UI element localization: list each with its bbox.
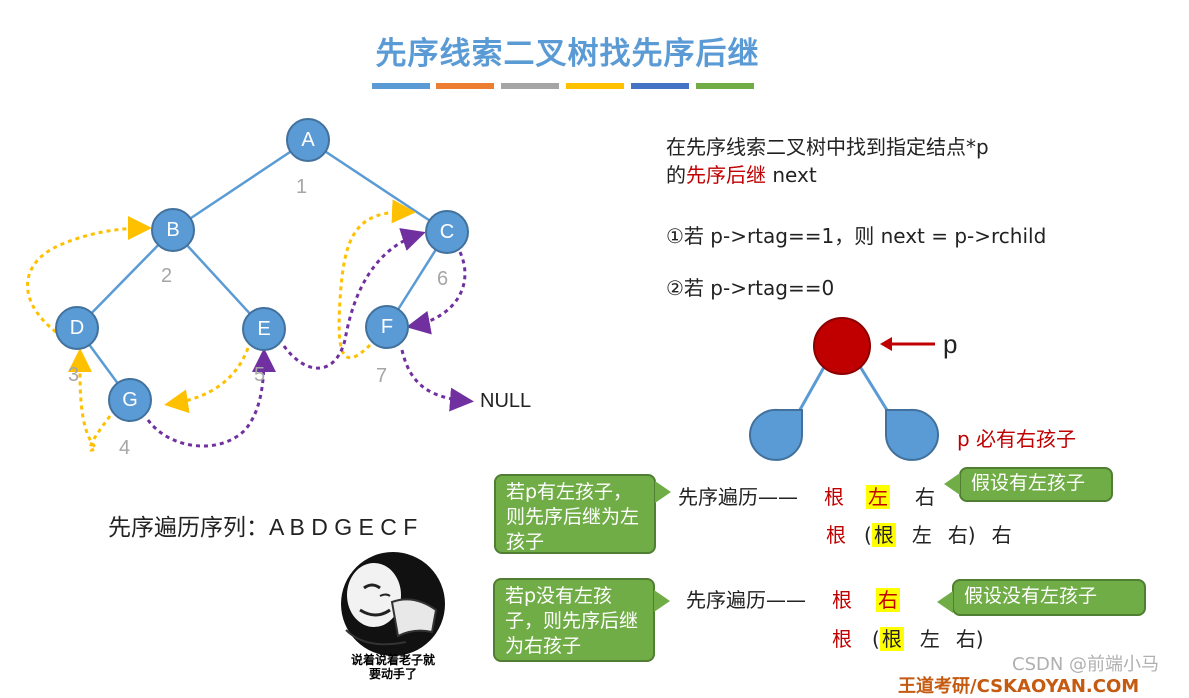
edge-a-c	[307, 138, 448, 234]
callout-assume-no-left-child: 假设没有左孩子	[952, 579, 1146, 616]
callout-has-left-child-pointer	[655, 481, 671, 503]
case-left-row2-open: (	[864, 523, 872, 547]
case-noleft-row2-root: 根	[832, 627, 852, 651]
case-left-row2-outer-right: 右	[991, 523, 1012, 547]
traversal-label-left: 先序遍历——	[678, 485, 798, 509]
tree-node-c: C	[425, 210, 469, 254]
description-highlight: 先序后继	[686, 163, 766, 187]
traversal-label-noleft: 先序遍历——	[686, 588, 806, 612]
case-noleft-row2-left: 左	[919, 627, 940, 651]
case-left-row2-subroot: 根	[871, 523, 896, 547]
underline-bar-4	[566, 83, 624, 89]
case-noleft-row2-group: (根左右)	[872, 623, 984, 652]
p-left-edge	[795, 359, 830, 416]
thread-c-to-f	[406, 251, 467, 335]
tree-node-d: D	[55, 306, 99, 350]
callout-no-left-child: 若p没有左孩子，则先序后继为右孩子	[493, 578, 655, 662]
rule-1: ①若 p->rtag==1，则 next = p->rchild	[666, 224, 1047, 248]
order-number-1: 1	[296, 176, 308, 198]
p-right-subtree	[885, 408, 939, 461]
footer-credit: 王道考研/CSKAOYAN.COM	[898, 676, 1140, 697]
tree-node-b: B	[151, 208, 195, 252]
order-number-3: 3	[68, 364, 80, 386]
meme-caption: 说着说着老子就 要动手了	[334, 653, 452, 681]
case-left-row1-root: 根	[824, 485, 844, 509]
order-number-5: 5	[254, 364, 266, 386]
underline-bar-6	[696, 83, 754, 89]
p-right-child-note: p 必有右孩子	[957, 427, 1077, 451]
order-number-4: 4	[119, 437, 131, 459]
case-left-row2-right: 右)	[947, 523, 976, 547]
tree-node-e: E	[242, 307, 286, 351]
thread-e-to-c	[282, 228, 426, 370]
case-left-row2-group: (根左右) 右	[864, 519, 1012, 548]
case-left-row1-left: 左	[866, 481, 890, 510]
p-right-edge	[854, 359, 892, 416]
thread-f-to-null	[400, 349, 474, 412]
case-left-row2-left: 左	[911, 523, 932, 547]
order-number-2: 2	[161, 265, 173, 287]
preorder-sequence-value: A B D G E C F	[269, 514, 418, 540]
thread-g-to-e	[146, 348, 276, 448]
underline-bar-1	[372, 83, 430, 89]
callout-has-left-child: 若p有左孩子，则先序后继为左孩子	[494, 474, 656, 554]
null-label: NULL	[480, 390, 532, 412]
callout-no-left-child-pointer	[654, 590, 670, 612]
preorder-sequence: 先序遍历序列：A B D G E C F	[108, 508, 417, 542]
underline-bar-2	[436, 83, 494, 89]
underline-bar-5	[631, 83, 689, 89]
case-noleft-row2-subroot: 根	[879, 627, 904, 651]
meme-caption-line2: 要动手了	[368, 667, 417, 681]
meme-caption-line1: 说着说着老子就	[350, 653, 435, 667]
tree-node-g: G	[108, 378, 152, 422]
order-number-7: 7	[376, 365, 388, 387]
thread-e-to-g	[164, 347, 250, 414]
case-left-row1-right: 右	[915, 485, 935, 509]
rule-2: ②若 p->rtag==0	[666, 276, 835, 300]
page-title: 先序线索二叉树找先序后继	[375, 36, 760, 72]
case-noleft-row2-right: 右)	[955, 627, 984, 651]
callout-assume-left-child: 假设有左孩子	[959, 467, 1113, 502]
case-noleft-row1-right-highlight: 右	[876, 588, 900, 612]
case-noleft-row1-right: 右	[876, 584, 900, 613]
description-suffix: next	[766, 163, 817, 187]
p-left-subtree	[749, 408, 803, 461]
callout-assume-left-child-pointer	[944, 473, 960, 495]
description-line2: 的先序后继 next	[666, 159, 817, 188]
case-noleft-row1-root: 根	[832, 588, 852, 612]
csdn-watermark: CSDN @前端小马	[1012, 654, 1160, 675]
case-left-row2-root: 根	[826, 523, 846, 547]
callout-assume-no-left-child-pointer	[937, 591, 953, 613]
thread-g-to-d	[67, 348, 112, 452]
description-line1: 在先序线索二叉树中找到指定结点*p	[666, 135, 989, 159]
p-pointer-arrowhead	[880, 337, 892, 351]
description-prefix: 的	[666, 163, 686, 187]
underline-bar-3	[501, 83, 559, 89]
tree-node-a: A	[286, 118, 330, 162]
order-number-6: 6	[437, 268, 449, 290]
case-left-row1-left-highlight: 左	[866, 485, 890, 509]
p-pointer-label: p	[943, 329, 958, 359]
tree-node-f: F	[365, 305, 409, 349]
meme-image	[334, 540, 452, 681]
edge-a-b	[172, 138, 309, 232]
case-noleft-row2-open: (	[872, 627, 880, 651]
preorder-sequence-label: 先序遍历序列：	[108, 515, 269, 541]
edge-b-d	[76, 229, 174, 329]
p-node	[813, 317, 871, 375]
